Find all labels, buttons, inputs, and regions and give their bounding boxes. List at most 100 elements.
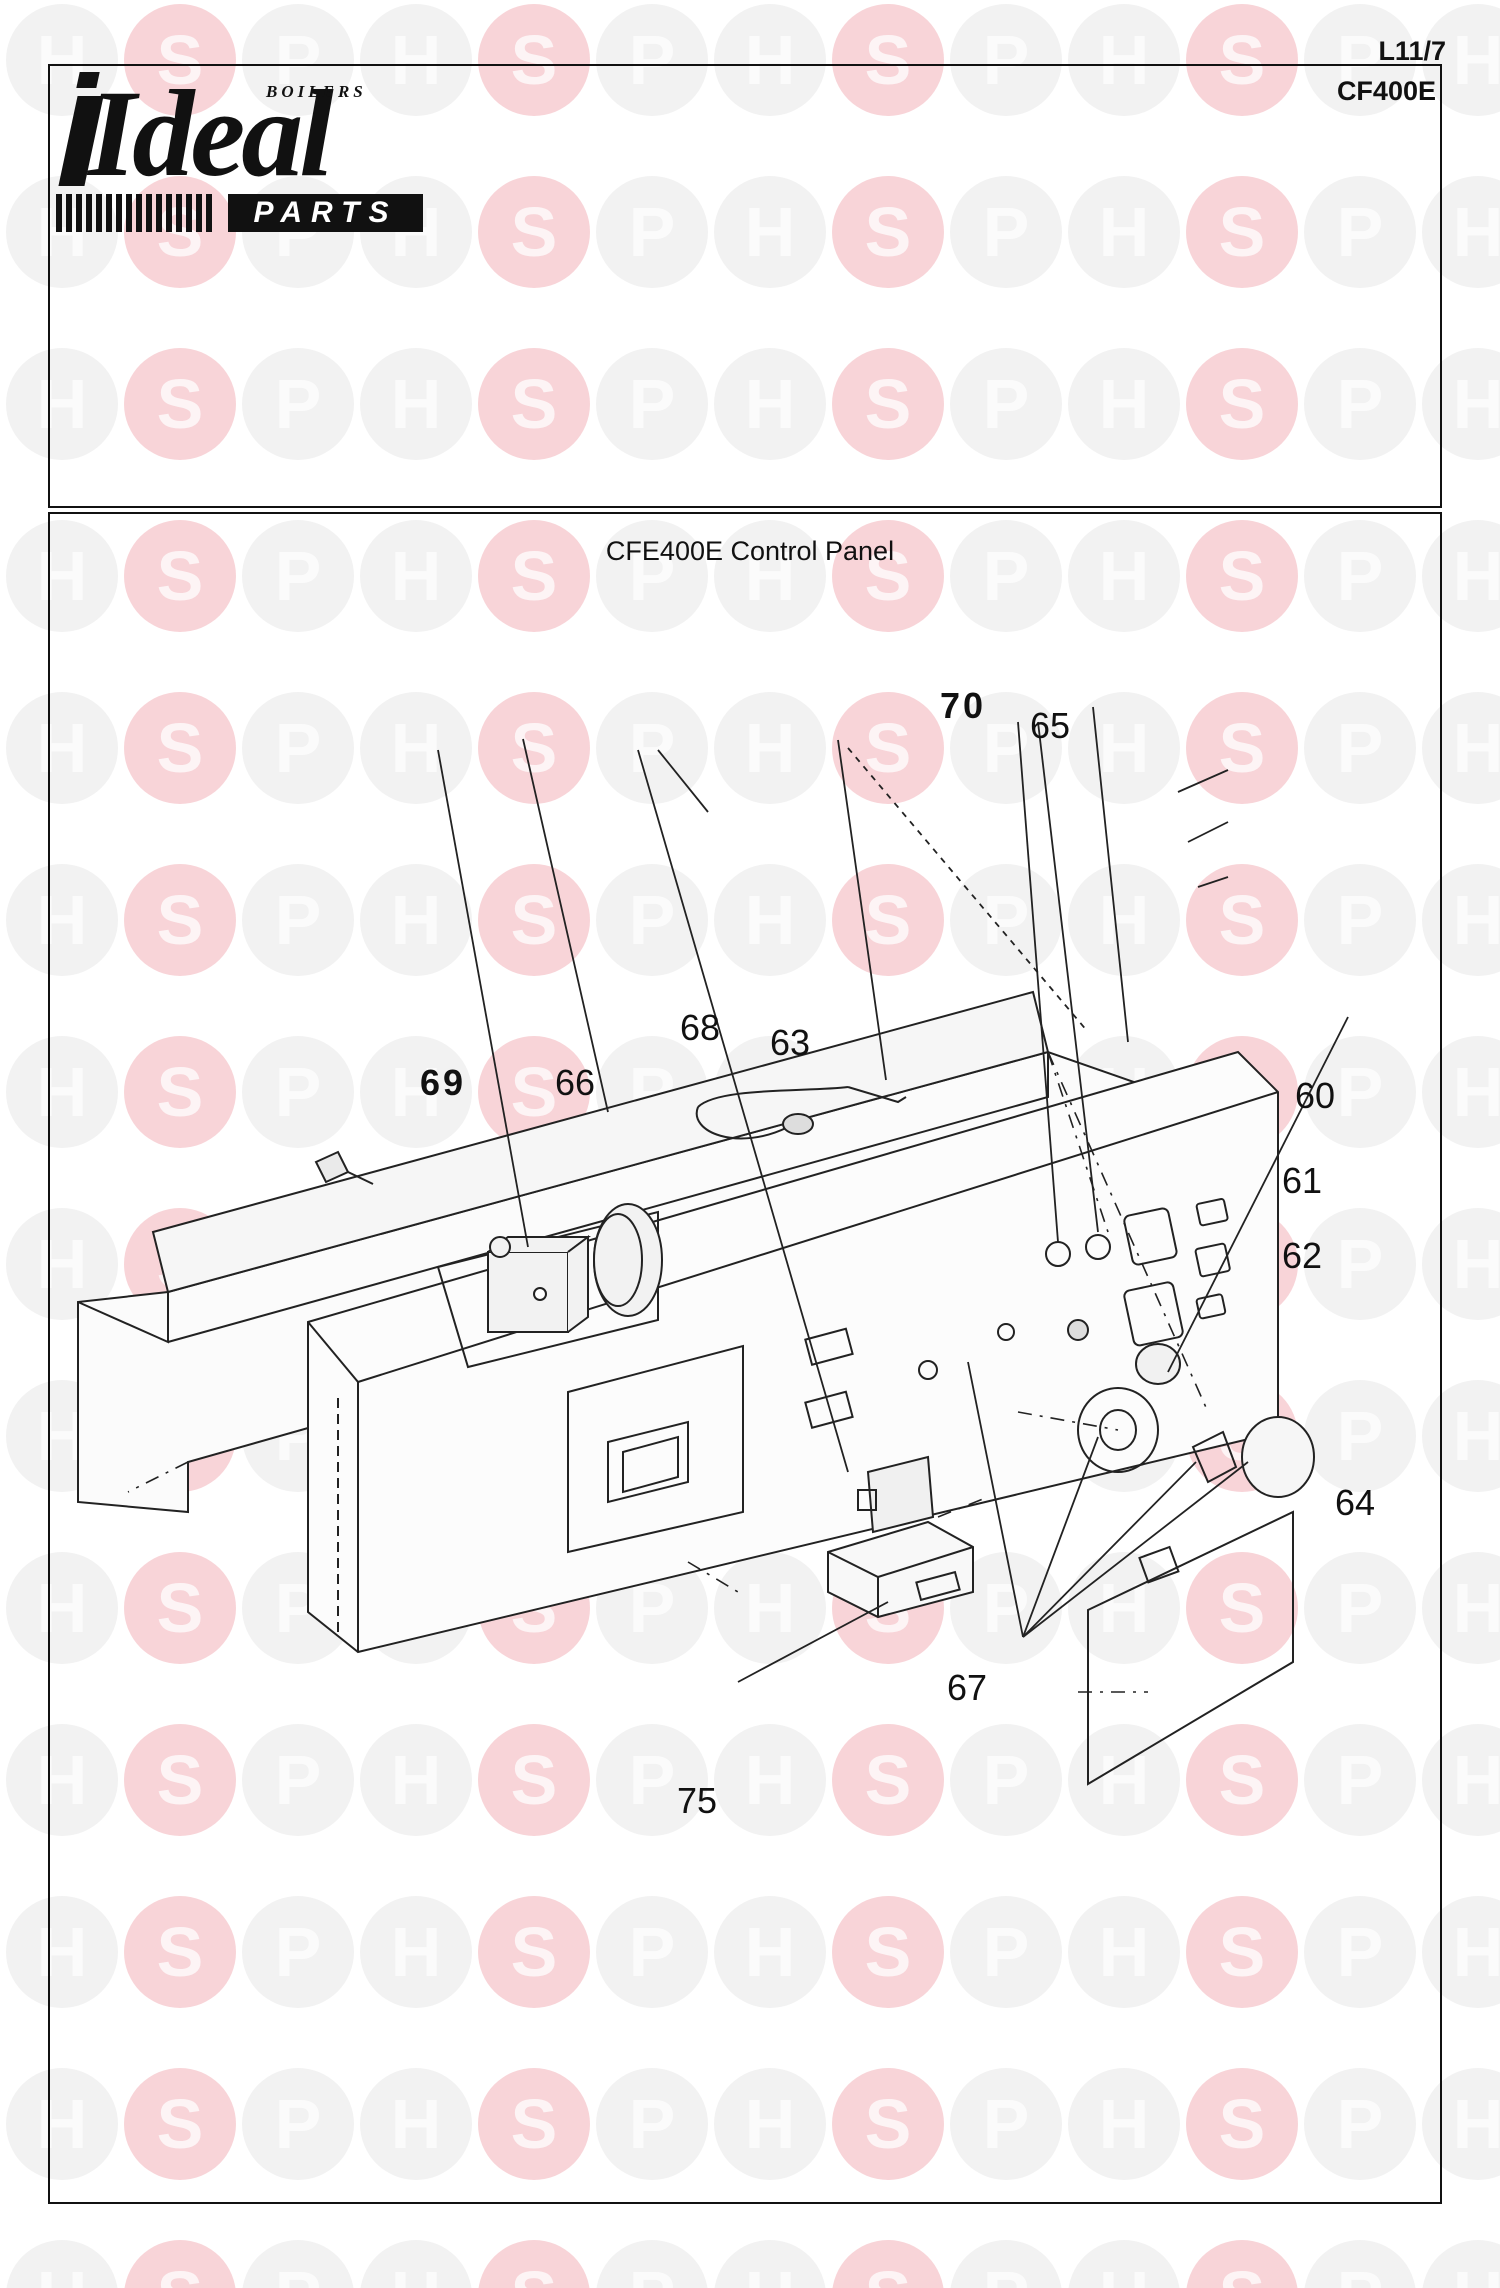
watermark-letter: H: [1453, 709, 1500, 787]
watermark-letter: S: [157, 365, 204, 443]
watermark-circle: [950, 2068, 1062, 2180]
watermark-circle: [950, 4, 1062, 116]
watermark-letter: H: [745, 1741, 796, 1819]
watermark-letter: S: [511, 1741, 558, 1819]
watermark-letter: H: [37, 537, 88, 615]
watermark-circle: [1304, 4, 1416, 116]
watermark-letter: S: [1219, 365, 1266, 443]
watermark-circle: [596, 1724, 708, 1836]
thermostat-knob: [1241, 1416, 1315, 1498]
watermark-letter: H: [37, 1225, 88, 1303]
watermark-letter: H: [745, 2085, 796, 2163]
callout-68: 68: [680, 1007, 720, 1048]
logo-wordmark: Ideal: [88, 65, 334, 202]
neon-lamp-right: [1085, 1234, 1111, 1260]
reference-code: L11/7: [1378, 36, 1446, 66]
watermark-circle: [1186, 1552, 1298, 1664]
watermark-circle: [1186, 1724, 1298, 1836]
watermark-letter: H: [1453, 21, 1500, 99]
watermark-circle: [478, 4, 590, 116]
rocker-switch-66: [866, 1455, 935, 1534]
watermark-circle: [478, 176, 590, 288]
watermark-circle: [478, 348, 590, 460]
watermark-letter: P: [629, 365, 676, 443]
watermark-circle: [6, 520, 118, 632]
watermark-letter: P: [275, 1741, 322, 1819]
watermark-circle: [950, 1552, 1062, 1664]
watermark-letter: S: [1219, 21, 1266, 99]
watermark-circle: [1304, 1724, 1416, 1836]
watermark-circle: [832, 4, 944, 116]
watermark-circle: [124, 348, 236, 460]
watermark-circle: [478, 1724, 590, 1836]
watermark-circle: [950, 348, 1062, 460]
watermark-circle: [6, 1208, 118, 1320]
watermark-letter: H: [391, 365, 442, 443]
watermark-circle: [832, 2068, 944, 2180]
ideal-parts-logo: Ideal BOILERS PARTS: [56, 68, 426, 240]
watermark-circle: [596, 520, 708, 632]
watermark-circle: [1068, 1724, 1180, 1836]
watermark-letter: P: [1337, 881, 1384, 959]
watermark-circle: [832, 520, 944, 632]
watermark-circle: [242, 520, 354, 632]
watermark-circle: [832, 692, 944, 804]
watermark-letter: H: [37, 1741, 88, 1819]
watermark-letter: S: [1219, 2257, 1266, 2288]
watermark-letter: S: [511, 1053, 558, 1131]
watermark-letter: P: [1337, 21, 1384, 99]
thermostat-bezel: [1077, 1387, 1159, 1473]
watermark-letter: P: [275, 2257, 322, 2288]
watermark-letter: H: [391, 2257, 442, 2288]
watermark-letter: H: [1099, 537, 1150, 615]
watermark-letter: P: [629, 1741, 676, 1819]
watermark-letter: S: [157, 1913, 204, 1991]
watermark-circle: [1304, 1208, 1416, 1320]
watermark-letter: S: [1219, 709, 1266, 787]
watermark-letter: H: [1099, 1913, 1150, 1991]
model-code: CF400E: [1336, 76, 1436, 106]
diagram-frame: [48, 512, 1442, 2204]
watermark-circle: [6, 1036, 118, 1148]
watermark-letter: S: [157, 1741, 204, 1819]
watermark-circle: [6, 4, 118, 116]
watermark-circle: [6, 2068, 118, 2180]
watermark-circle: [714, 2240, 826, 2288]
watermark-circle: [124, 2240, 236, 2288]
watermark-letter: H: [1453, 2257, 1500, 2288]
watermark-letter: S: [865, 709, 912, 787]
watermark-circle: [714, 348, 826, 460]
watermark-circle: [478, 864, 590, 976]
watermark-letter: H: [1453, 1913, 1500, 1991]
watermark-letter: S: [511, 365, 558, 443]
watermark-circle: [1068, 4, 1180, 116]
watermark-circle: [1186, 2240, 1298, 2288]
watermark-letter: H: [391, 881, 442, 959]
watermark-letter: P: [1337, 193, 1384, 271]
watermark-circle: [124, 520, 236, 632]
watermark-letter: H: [1453, 1053, 1500, 1131]
watermark-circle: [360, 1724, 472, 1836]
watermark-circle: [124, 864, 236, 976]
watermark-circle: [1068, 864, 1180, 976]
watermark-letter: P: [1337, 1569, 1384, 1647]
watermark-circle: [242, 2068, 354, 2180]
watermark-letter: S: [511, 193, 558, 271]
watermark-circle: [1304, 2068, 1416, 2180]
watermark-letter: S: [157, 2085, 204, 2163]
watermark-circle: [6, 2240, 118, 2288]
cable-gland: [314, 1150, 350, 1184]
logo-tagline: BOILERS: [266, 82, 367, 101]
watermark-letter: H: [391, 1053, 442, 1131]
watermark-letter: P: [1337, 537, 1384, 615]
watermark-letter: P: [629, 193, 676, 271]
indicator-switch: [1123, 1207, 1178, 1266]
watermark-circle: [242, 864, 354, 976]
watermark-letter: S: [1219, 1741, 1266, 1819]
watermark-letter: P: [629, 21, 676, 99]
watermark-letter: H: [745, 1569, 796, 1647]
watermark-letter: S: [1219, 1913, 1266, 1991]
watermark-circle: [714, 520, 826, 632]
watermark-letter: H: [1099, 21, 1150, 99]
